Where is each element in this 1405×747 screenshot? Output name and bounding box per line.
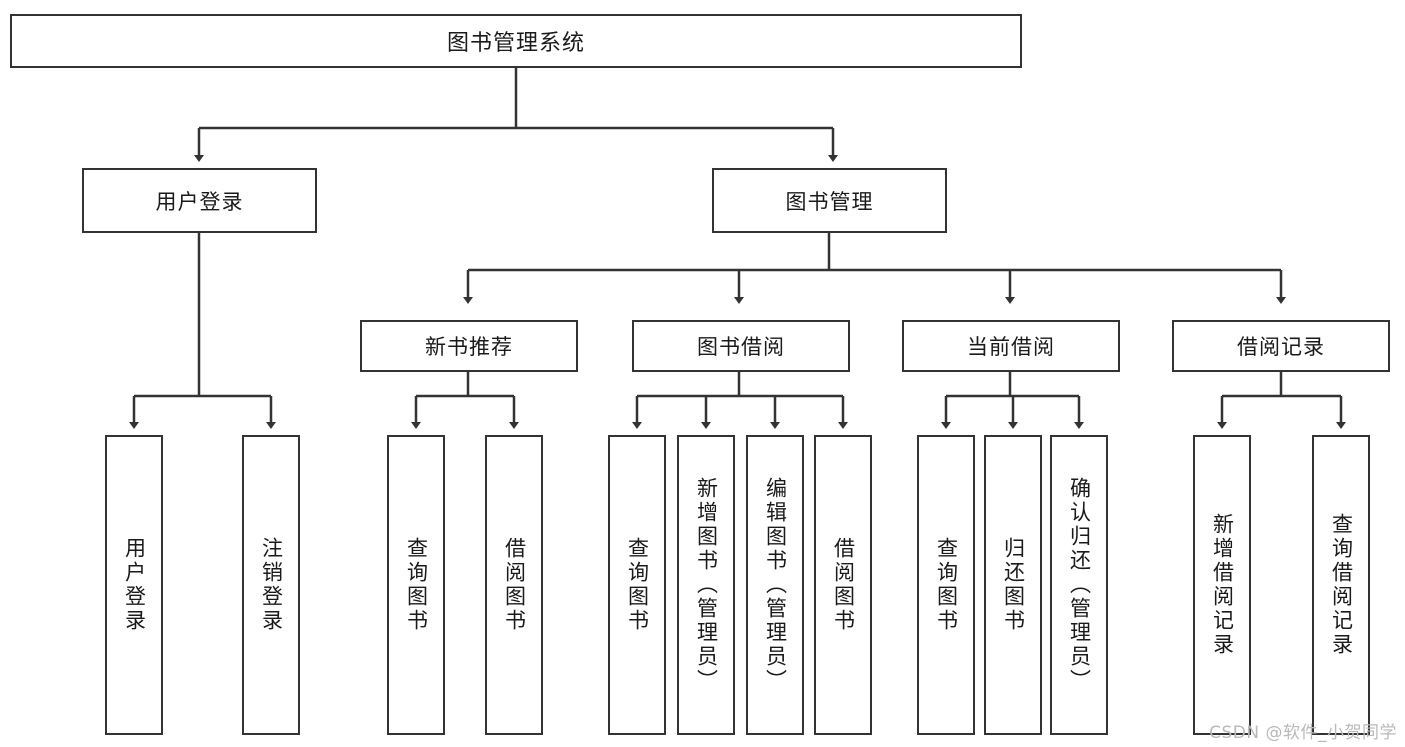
node-label: 用户登录 — [155, 189, 244, 214]
node-label: 当前借阅 — [967, 335, 1055, 359]
node-label: 图书管理 — [785, 189, 874, 214]
watermark-text: CSDN @软件_小贺同学 — [1209, 723, 1397, 743]
node-label: 注销登录 — [259, 537, 284, 633]
node-label: 图书管理系统 — [446, 31, 585, 56]
leaf-add-book-admin[interactable]: 新增图书（管理员） — [677, 435, 735, 735]
leaf-query-book-current[interactable]: 查询图书 — [917, 435, 975, 735]
leaf-borrow-book-recommend[interactable]: 借阅图书 — [485, 435, 543, 735]
node-label: 借阅图书 — [502, 537, 527, 633]
node-label: 归还图书 — [1001, 537, 1026, 633]
node-label: 借阅图书 — [831, 537, 856, 633]
node-label: 新增图书（管理员） — [694, 477, 719, 693]
leaf-return-book[interactable]: 归还图书 — [984, 435, 1042, 735]
leaf-query-book-recommend[interactable]: 查询图书 — [387, 435, 445, 735]
leaf-add-borrow-record[interactable]: 新增借阅记录 — [1193, 435, 1251, 735]
node-label: 编辑图书（管理员） — [763, 477, 788, 693]
node-label: 查询图书 — [404, 537, 429, 633]
leaf-user-login[interactable]: 用户登录 — [105, 435, 163, 735]
node-label: 查询图书 — [934, 537, 959, 633]
leaf-edit-book-admin[interactable]: 编辑图书（管理员） — [746, 435, 804, 735]
leaf-confirm-return-admin[interactable]: 确认归还（管理员） — [1050, 435, 1108, 735]
node-new-book-recommend[interactable]: 新书推荐 — [360, 320, 578, 372]
node-root-book-management-system[interactable]: 图书管理系统 — [10, 14, 1022, 68]
node-current-borrow[interactable]: 当前借阅 — [902, 320, 1120, 372]
node-label: 新书推荐 — [425, 335, 513, 359]
leaf-query-book-borrow[interactable]: 查询图书 — [608, 435, 666, 735]
node-borrow-records[interactable]: 借阅记录 — [1172, 320, 1390, 372]
node-label: 查询图书 — [625, 537, 650, 633]
node-label: 新增借阅记录 — [1210, 513, 1235, 657]
leaf-query-borrow-record[interactable]: 查询借阅记录 — [1312, 435, 1370, 735]
node-user-login[interactable]: 用户登录 — [82, 168, 317, 233]
node-book-borrow[interactable]: 图书借阅 — [632, 320, 850, 372]
node-label: 借阅记录 — [1237, 335, 1325, 359]
node-label: 用户登录 — [122, 537, 147, 633]
leaf-borrow-book[interactable]: 借阅图书 — [814, 435, 872, 735]
node-label: 查询借阅记录 — [1329, 513, 1354, 657]
node-label: 确认归还（管理员） — [1067, 477, 1092, 693]
node-book-management[interactable]: 图书管理 — [712, 168, 947, 233]
node-label: 图书借阅 — [697, 335, 785, 359]
leaf-user-logout[interactable]: 注销登录 — [242, 435, 300, 735]
